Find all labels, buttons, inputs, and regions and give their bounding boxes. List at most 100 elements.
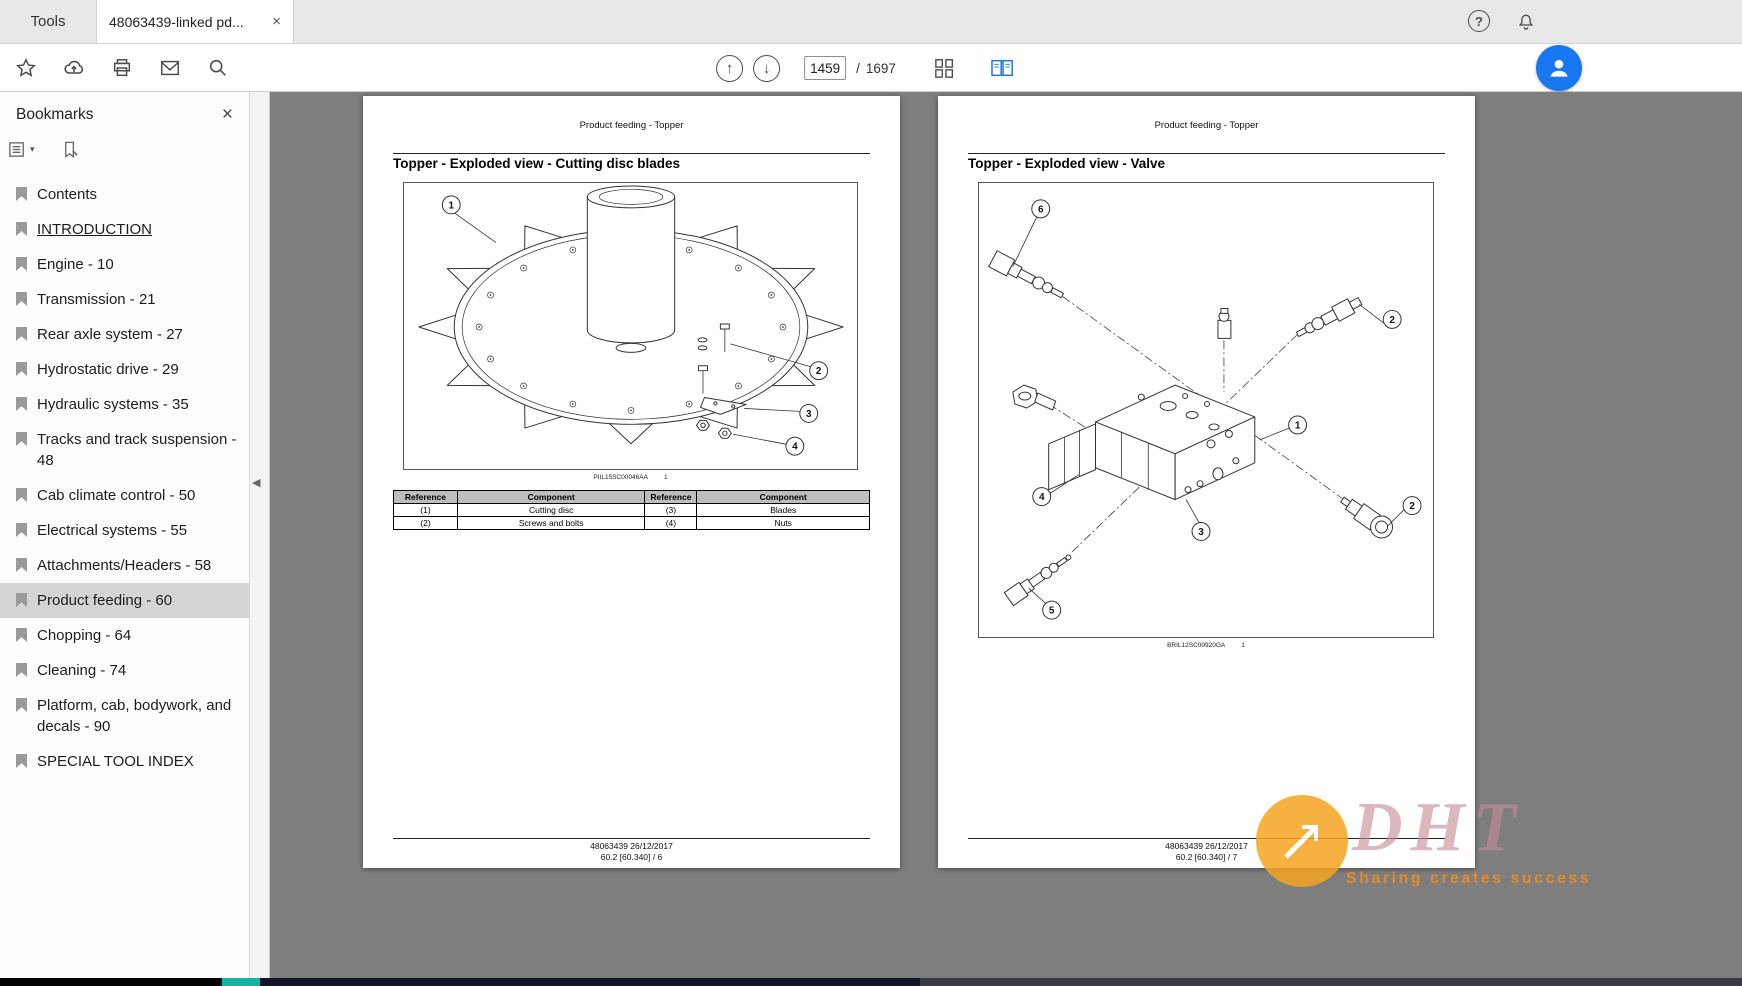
table-cell: Blades xyxy=(697,504,870,517)
organize-pages-icon[interactable] xyxy=(920,48,968,88)
taskbar-strip xyxy=(0,978,1742,986)
sidebar-item-hydraulic-systems[interactable]: Hydraulic systems - 35 xyxy=(0,387,249,422)
sidebar-item-platform-cab-bodywork[interactable]: Platform, cab, bodywork, and decals - 90 xyxy=(0,688,249,744)
reference-table: Reference Component Reference Component … xyxy=(393,490,870,530)
bookmark-icon xyxy=(16,628,27,642)
sidebar-item-hydrostatic-drive[interactable]: Hydrostatic drive - 29 xyxy=(0,352,249,387)
cutting-disc-exploded-view: 1 2 3 4 xyxy=(404,183,857,469)
print-icon[interactable] xyxy=(98,48,146,88)
bookmarks-toolbar: ▾ xyxy=(0,130,249,171)
figure-caption: PIIL15SC00046AA1 xyxy=(403,474,858,481)
bookmark-icon xyxy=(16,292,27,306)
table-row: (1) Cutting disc (3) Blades xyxy=(394,504,870,517)
bookmarks-header: Bookmarks × xyxy=(0,92,249,130)
watermark-title: DHT xyxy=(1352,788,1524,868)
valve-exploded-view: 6 2 1 4 3 2 5 xyxy=(979,183,1433,637)
pdf-page-right: Product feeding - Topper Topper - Explod… xyxy=(938,96,1475,868)
toolbar-left-group xyxy=(0,48,242,88)
sidebar-item-attachments-headers[interactable]: Attachments/Headers - 58 xyxy=(0,548,249,583)
notifications-bell-icon[interactable] xyxy=(1514,10,1538,34)
svg-text:3: 3 xyxy=(1198,527,1204,538)
search-icon[interactable] xyxy=(194,48,242,88)
svg-text:4: 4 xyxy=(1039,492,1045,503)
hex-plug-left xyxy=(1013,385,1056,410)
header-rule xyxy=(968,153,1445,154)
sidebar-item-transmission[interactable]: Transmission - 21 xyxy=(0,282,249,317)
table-cell: Screws and bolts xyxy=(457,517,645,530)
sidebar-item-product-feeding[interactable]: Product feeding - 60 xyxy=(0,583,249,618)
close-tab-icon[interactable]: × xyxy=(272,13,281,30)
bookmark-icon xyxy=(16,558,27,572)
sidebar-item-engine[interactable]: Engine - 10 xyxy=(0,247,249,282)
table-header-cell: Reference xyxy=(394,491,458,504)
svg-text:2: 2 xyxy=(816,366,822,377)
favorite-star-icon[interactable] xyxy=(2,48,50,88)
svg-text:6: 6 xyxy=(1038,204,1044,215)
section-title: Topper - Exploded view - Valve xyxy=(968,156,1445,171)
header-rule xyxy=(393,153,870,154)
tab-tools[interactable]: Tools xyxy=(0,0,96,43)
figure-caption: BRIL12SC00920GA1 xyxy=(978,642,1434,649)
watermark-logo-circle xyxy=(1256,795,1348,887)
bookmark-options-icon[interactable]: ▾ xyxy=(8,140,35,159)
sidebar-item-chopping[interactable]: Chopping - 64 xyxy=(0,618,249,653)
two-page-view-icon[interactable] xyxy=(978,48,1026,88)
tab-tools-label: Tools xyxy=(30,13,65,30)
page-number-input[interactable] xyxy=(804,56,846,80)
page-running-header: Product feeding - Topper xyxy=(938,120,1475,131)
section-title: Topper - Exploded view - Cutting disc bl… xyxy=(393,156,870,171)
bookmark-icon xyxy=(16,327,27,341)
main-content: Bookmarks × ▾ Contents xyxy=(0,92,1742,978)
table-cell: (3) xyxy=(645,504,697,517)
previous-page-button[interactable]: ↑ xyxy=(716,55,743,82)
sidebar-item-rear-axle[interactable]: Rear axle system - 27 xyxy=(0,317,249,352)
table-header-cell: Component xyxy=(457,491,645,504)
sidebar-item-introduction[interactable]: INTRODUCTION xyxy=(0,212,249,247)
find-current-bookmark-icon[interactable] xyxy=(61,140,80,159)
sidebar-item-special-tool-index[interactable]: SPECIAL TOOL INDEX xyxy=(0,744,249,779)
next-page-button[interactable]: ↓ xyxy=(753,55,780,82)
help-icon[interactable]: ? xyxy=(1468,10,1490,32)
sidebar-item-cleaning[interactable]: Cleaning - 74 xyxy=(0,653,249,688)
sidebar-item-tracks-suspension[interactable]: Tracks and track suspension - 48 xyxy=(0,422,249,478)
bookmark-icon xyxy=(16,187,27,201)
svg-text:1: 1 xyxy=(1295,420,1301,431)
bookmarks-title: Bookmarks xyxy=(16,106,222,124)
bookmark-icon xyxy=(16,593,27,607)
fitting-right xyxy=(1294,294,1364,341)
valve-block xyxy=(1049,385,1255,499)
sidebar-item-electrical-systems[interactable]: Electrical systems - 55 xyxy=(0,513,249,548)
svg-text:2: 2 xyxy=(1389,315,1395,326)
sign-in-avatar-button[interactable] xyxy=(1536,45,1582,91)
svg-text:3: 3 xyxy=(806,409,812,420)
sidebar-gutter: ◀ xyxy=(250,92,270,978)
cloud-upload-icon[interactable] xyxy=(50,48,98,88)
bookmarks-list: Contents INTRODUCTION Engine - 10 Transm… xyxy=(0,171,249,779)
bookmark-icon xyxy=(16,257,27,271)
bookmark-icon xyxy=(16,698,27,712)
close-bookmarks-icon[interactable]: × xyxy=(222,105,233,124)
sidebar-item-cab-climate[interactable]: Cab climate control - 50 xyxy=(0,478,249,513)
cartridge-valve-bottom-left xyxy=(1004,550,1075,606)
bookmark-icon xyxy=(16,432,27,446)
svg-text:4: 4 xyxy=(792,442,798,453)
table-cell: (4) xyxy=(645,517,697,530)
bookmarks-panel: Bookmarks × ▾ Contents xyxy=(0,92,250,978)
bookmark-icon xyxy=(16,488,27,502)
collapse-sidebar-icon[interactable]: ◀ xyxy=(252,476,260,489)
email-icon[interactable] xyxy=(146,48,194,88)
tab-document[interactable]: 48063439-linked pd... × xyxy=(96,0,294,43)
cutting-disc-figure: 1 2 3 4 xyxy=(403,182,858,470)
page-navigation-group: ↑ ↓ / 1697 xyxy=(716,44,1026,92)
table-cell: Cutting disc xyxy=(457,504,645,517)
bookmark-icon xyxy=(16,222,27,236)
table-cell: Nuts xyxy=(697,517,870,530)
page-footer: 48063439 26/12/2017 60.2 [60.340] / 6 xyxy=(363,841,900,862)
page-count-label: / 1697 xyxy=(856,61,896,76)
bookmark-icon xyxy=(16,754,27,768)
bookmark-icon xyxy=(16,523,27,537)
table-cell: (2) xyxy=(394,517,458,530)
page-running-header: Product feeding - Topper xyxy=(363,120,900,131)
sidebar-item-contents[interactable]: Contents xyxy=(0,177,249,212)
svg-text:1: 1 xyxy=(448,200,454,211)
